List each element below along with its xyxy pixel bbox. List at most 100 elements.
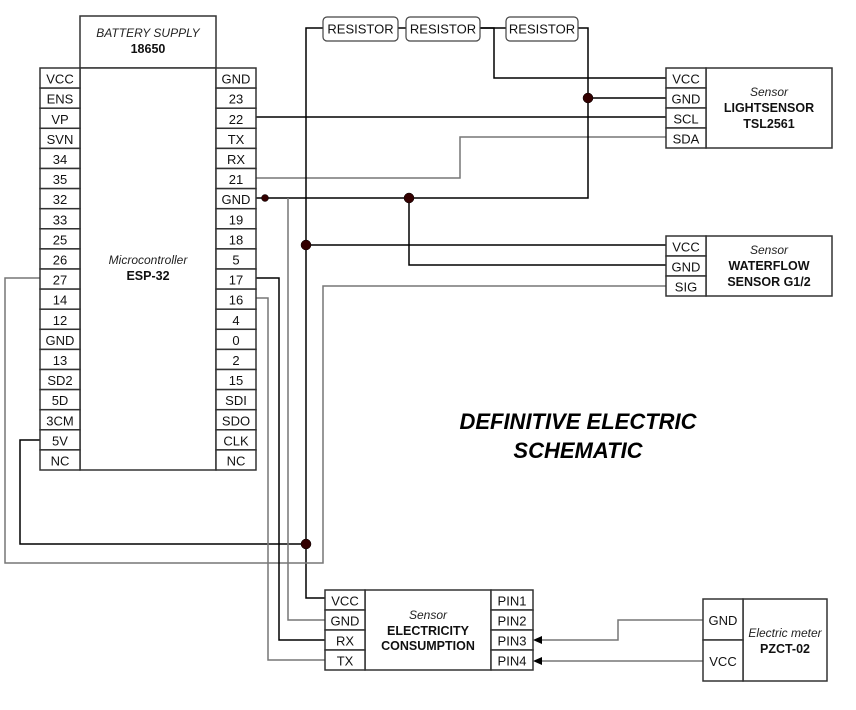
- mcu-pin-35[interactable]: 35: [39, 167, 81, 190]
- wire-17-rx: [255, 277, 325, 641]
- mcu-pin-25[interactable]: 25: [39, 228, 81, 250]
- mcu-pin-vcc[interactable]: VCC: [39, 67, 81, 89]
- mcu-pin-5[interactable]: 5: [215, 248, 257, 270]
- elec-pin-vcc[interactable]: VCC: [324, 589, 366, 611]
- wire-5v-vcc: [19, 439, 306, 545]
- resistor-1[interactable]: RESISTOR: [322, 16, 399, 42]
- mcu-pin-21[interactable]: 21: [215, 167, 257, 190]
- electricity-sensor[interactable]: Sensor ELECTRICITY CONSUMPTION VCCGNDRXT…: [324, 589, 534, 671]
- pin-label: NC: [227, 453, 246, 468]
- pin-label: 17: [229, 273, 243, 288]
- light-pin-sda[interactable]: SDA: [665, 127, 707, 149]
- pin-label: TX: [337, 654, 354, 669]
- mcu-pin-15[interactable]: 15: [215, 368, 257, 391]
- mcu-pin-22[interactable]: 22: [215, 107, 257, 130]
- mcu-pin-12[interactable]: 12: [39, 308, 81, 331]
- mcu-pin-gnd[interactable]: GND: [215, 67, 257, 89]
- wires: [4, 27, 703, 665]
- mcu-pin-19[interactable]: 19: [215, 207, 257, 230]
- mcu-pin-2[interactable]: 2: [215, 348, 257, 371]
- pin-label: GND: [222, 192, 251, 207]
- elec-pin-pin4[interactable]: PIN4: [490, 649, 534, 671]
- mcu-pin-tx[interactable]: TX: [215, 127, 257, 150]
- elec-pin-tx[interactable]: TX: [324, 649, 366, 671]
- pin-label: 19: [229, 212, 243, 227]
- resistor-2[interactable]: RESISTOR: [405, 16, 481, 42]
- mcu-pin-sd2[interactable]: SD2: [39, 368, 81, 391]
- schematic-title-line1: DEFINITIVE ELECTRIC: [459, 409, 697, 434]
- light-pin-scl[interactable]: SCL: [665, 107, 707, 129]
- mcu-pin-gnd[interactable]: GND: [215, 187, 257, 210]
- pin-label: 16: [229, 293, 243, 308]
- pin-label: 13: [53, 353, 67, 368]
- mcu-pin-32[interactable]: 32: [39, 187, 81, 210]
- pin-label: SVN: [47, 132, 74, 147]
- mcu-pin-16[interactable]: 16: [215, 288, 257, 310]
- pin-label: CLK: [223, 433, 249, 448]
- elec-pin-gnd[interactable]: GND: [324, 609, 366, 631]
- battery-supply[interactable]: BATTERY SUPPLY 18650: [79, 15, 217, 69]
- mcu-pin-23[interactable]: 23: [215, 87, 257, 109]
- mcu-pin-18[interactable]: 18: [215, 228, 257, 250]
- pin-label: SIG: [675, 280, 697, 295]
- mcu-pin-nc[interactable]: NC: [39, 449, 81, 471]
- pin-label: 23: [229, 92, 243, 107]
- elec-pin-pin2[interactable]: PIN2: [490, 609, 534, 631]
- mcu-pin-sdi[interactable]: SDI: [215, 388, 257, 411]
- water-pin-gnd[interactable]: GND: [665, 255, 707, 277]
- junction-dot: [300, 538, 312, 550]
- esp32-microcontroller[interactable]: Microcontroller ESP-32 VCCENSVPSVN343532…: [39, 67, 257, 471]
- pin-label: 4: [232, 313, 239, 328]
- mcu-pin-17[interactable]: 17: [215, 268, 257, 290]
- junctions: [261, 92, 594, 550]
- mcu-pin-vp[interactable]: VP: [39, 107, 81, 130]
- pin-label: RX: [227, 152, 245, 167]
- pin-label: GND: [331, 614, 360, 629]
- mcu-pin-26[interactable]: 26: [39, 248, 81, 270]
- battery-type: BATTERY SUPPLY: [96, 26, 200, 40]
- pin-label: 33: [53, 212, 67, 227]
- mcu-pin-svn[interactable]: SVN: [39, 127, 81, 150]
- pin-label: 14: [53, 293, 67, 308]
- resistor-3[interactable]: RESISTOR: [505, 16, 579, 42]
- mcu-pin-14[interactable]: 14: [39, 288, 81, 310]
- mcu-pin-3cm[interactable]: 3CM: [39, 408, 81, 431]
- pin-label: 2: [232, 353, 239, 368]
- mcu-pin-4[interactable]: 4: [215, 308, 257, 331]
- pin-label: GND: [672, 92, 701, 107]
- mcu-pin-5d[interactable]: 5D: [39, 388, 81, 411]
- mcu-pin-34[interactable]: 34: [39, 147, 81, 170]
- electric-meter-type: Electric meter: [748, 626, 822, 640]
- wire-21-sda: [255, 136, 666, 179]
- mcu-pin-gnd[interactable]: GND: [39, 328, 81, 351]
- mcu-pin-ens[interactable]: ENS: [39, 87, 81, 109]
- mcu-pin-33[interactable]: 33: [39, 207, 81, 230]
- resistor-label: RESISTOR: [327, 22, 393, 37]
- mcu-pin-13[interactable]: 13: [39, 348, 81, 371]
- wire-vcc-trunk: [305, 27, 325, 599]
- electricity-sensor-type: Sensor: [409, 608, 448, 622]
- mcu-pin-0[interactable]: 0: [215, 328, 257, 351]
- pin-label: SCL: [673, 112, 698, 127]
- meter-pin-vcc[interactable]: VCC: [702, 639, 744, 682]
- light-pin-gnd[interactable]: GND: [665, 87, 707, 109]
- elec-pin-pin3[interactable]: PIN3: [490, 629, 534, 651]
- elec-pin-pin1[interactable]: PIN1: [490, 589, 534, 611]
- mcu-pin-rx[interactable]: RX: [215, 147, 257, 170]
- water-pin-vcc[interactable]: VCC: [665, 235, 707, 257]
- water-pin-sig[interactable]: SIG: [665, 275, 707, 297]
- light-sensor-name: LIGHTSENSOR: [724, 101, 814, 115]
- mcu-pin-5v[interactable]: 5V: [39, 429, 81, 451]
- pin-label: GND: [709, 613, 738, 628]
- wire-water-gnd: [408, 198, 666, 266]
- elec-pin-rx[interactable]: RX: [324, 629, 366, 651]
- mcu-pin-sdo[interactable]: SDO: [215, 408, 257, 431]
- mcu-pin-nc[interactable]: NC: [215, 449, 257, 471]
- mcu-pin-27[interactable]: 27: [39, 268, 81, 290]
- light-pin-vcc[interactable]: VCC: [665, 67, 707, 89]
- meter-pin-gnd[interactable]: GND: [702, 598, 744, 641]
- mcu-pin-clk[interactable]: CLK: [215, 429, 257, 451]
